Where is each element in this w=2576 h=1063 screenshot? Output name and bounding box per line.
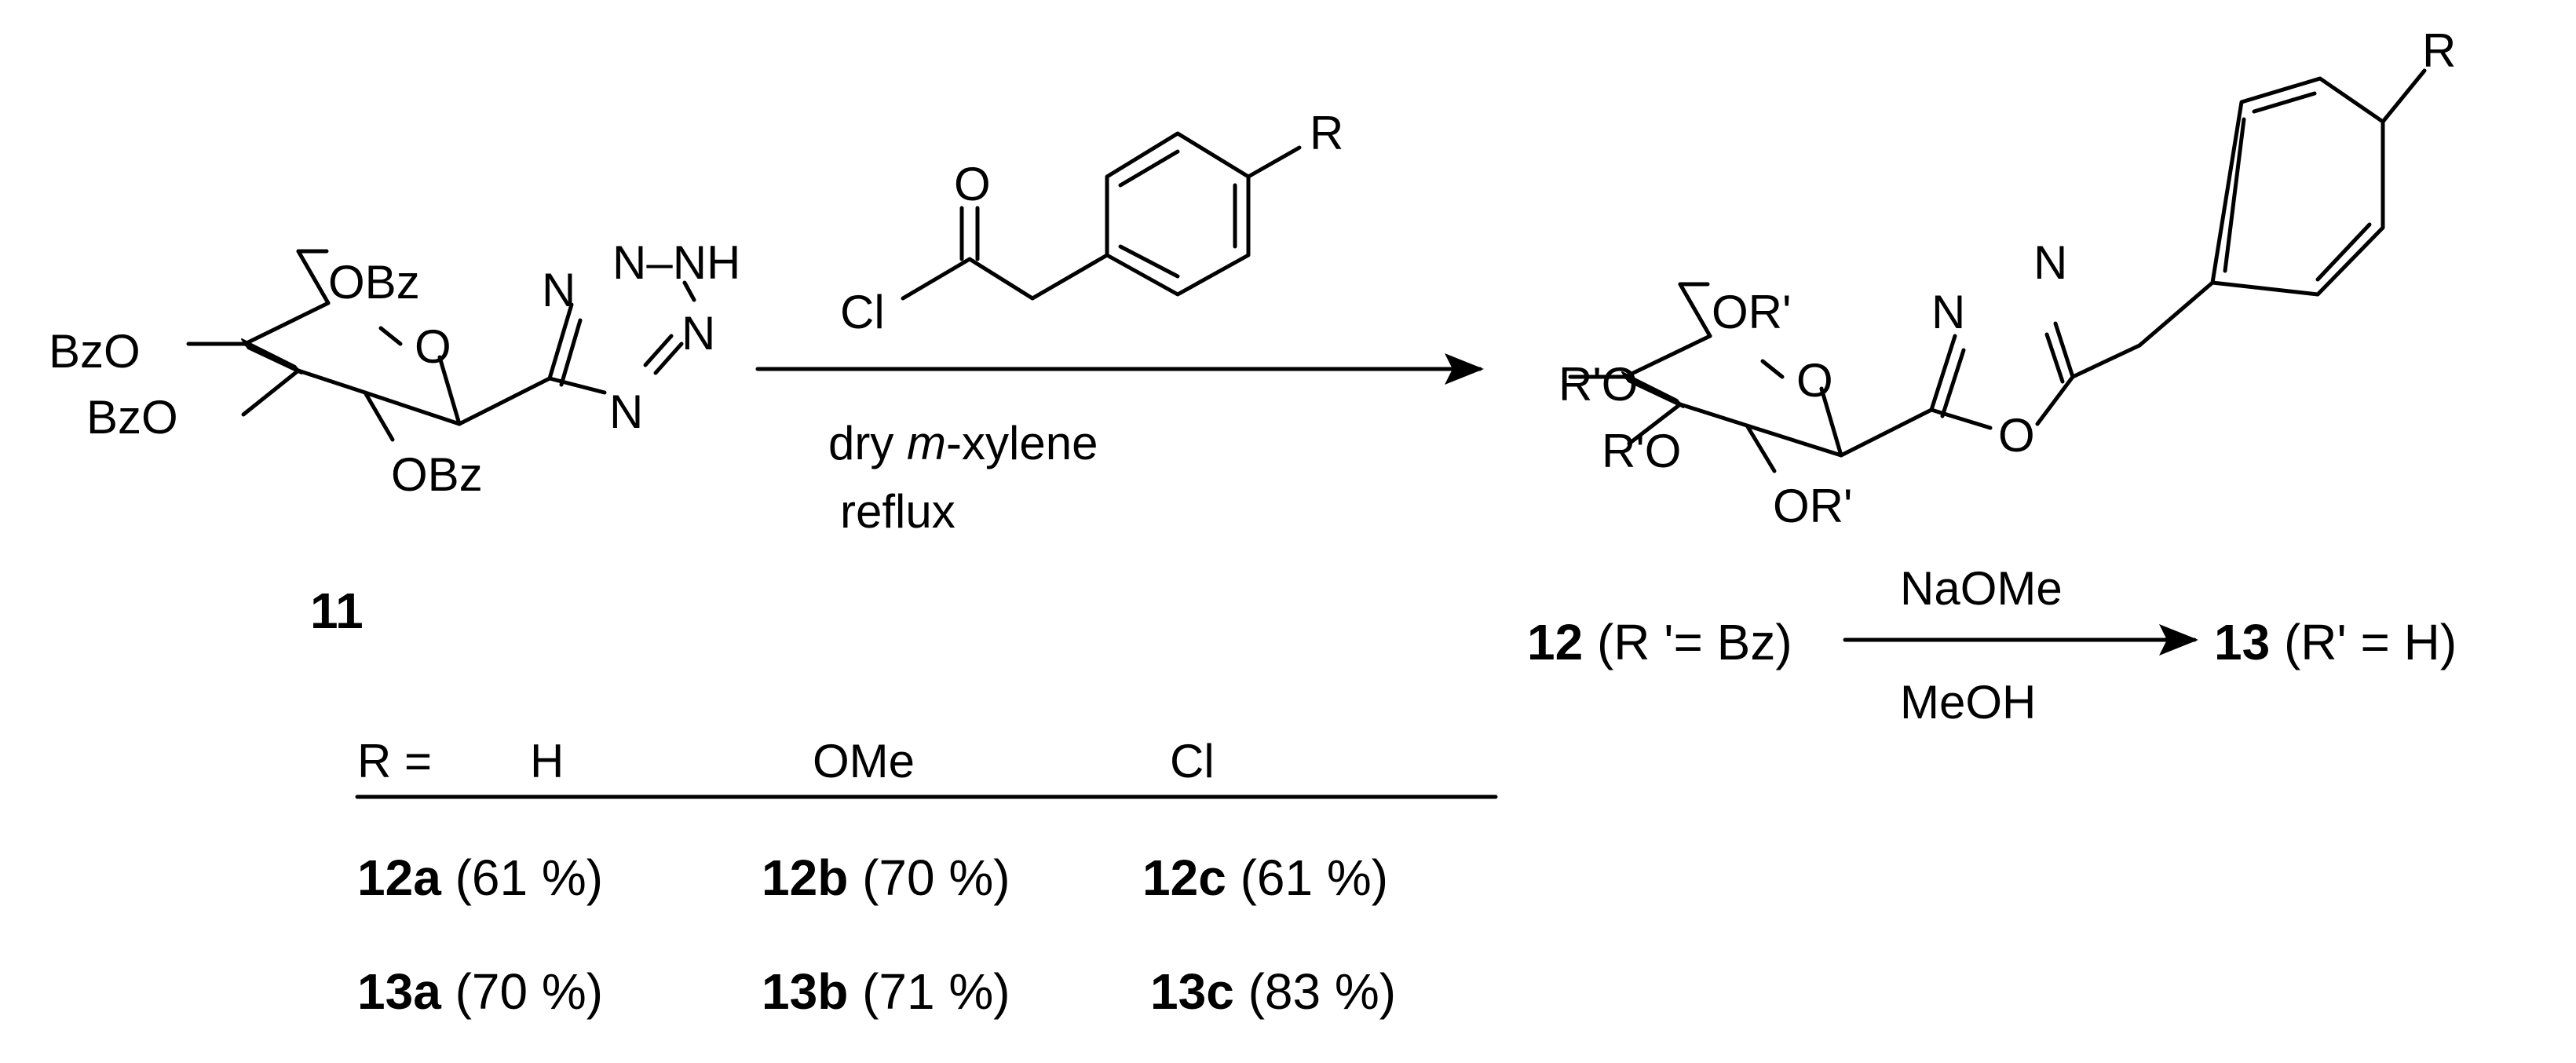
deprotection-solvent: MeOH xyxy=(1900,676,2036,729)
tetrazole-n1-label: N xyxy=(542,264,575,316)
table-cell: 13b (71 %) xyxy=(762,963,1010,1020)
product-c6-label: OR' xyxy=(1712,286,1791,338)
c2-obz-label: OBz xyxy=(391,448,483,501)
product-c3-label: R'O xyxy=(1602,425,1681,477)
yield-table: R = H OMe Cl 12a (61 %) 12b (70 %) 12c (… xyxy=(355,735,1498,1020)
table-cell: 12b (70 %) xyxy=(762,849,1010,906)
table-cell: 13a (70 %) xyxy=(357,963,603,1020)
oxadiazole-n-right-label: N xyxy=(2033,236,2067,289)
acyl-chloride-reagent: O Cl R xyxy=(840,107,1343,338)
tetrazole-n3-label: N xyxy=(681,307,715,360)
table-header-value: H xyxy=(530,735,564,787)
table-header-value: OMe xyxy=(813,735,915,787)
c6-obz-label: OBz xyxy=(328,256,420,309)
product-c4-label: R'O xyxy=(1558,358,1638,411)
deprotection-end: 13 (R' = H) xyxy=(2214,614,2457,670)
table-header-r: R = xyxy=(357,735,432,787)
table-cell: 13c (83 %) xyxy=(1150,963,1396,1020)
c3-bzo-label: BzO xyxy=(86,391,178,444)
table-cell: 12c (61 %) xyxy=(1142,849,1388,906)
deprotection-reagent: NaOMe xyxy=(1900,562,2063,615)
c4-bzo-label: BzO xyxy=(49,325,141,378)
product-r-label: R xyxy=(2422,24,2456,77)
product-ring-oxygen-label: O xyxy=(1796,354,1833,407)
table-cell: 12a (61 %) xyxy=(357,849,603,906)
tetrazole-nh-label: N–NH xyxy=(612,236,740,289)
product-structure: OR' O R'O R'O OR' N N O R xyxy=(1558,24,2456,532)
conditions-line1: dry m-xylene xyxy=(828,417,1098,469)
tetrazole-n4-label: N xyxy=(609,385,643,438)
deprotection-start: 12 (R '= Bz) xyxy=(1527,614,1792,670)
oxadiazole-n-left-label: N xyxy=(1931,286,1965,338)
compound-11-structure: OBz O BzO BzO OBz N N–NH N N xyxy=(49,236,740,501)
oxadiazole-o-label: O xyxy=(1998,409,2035,462)
product-c2-label: OR' xyxy=(1773,480,1852,532)
compound-11-label: 11 xyxy=(310,583,364,639)
conditions-line2: reflux xyxy=(840,485,955,538)
chlorine-label: Cl xyxy=(840,286,885,338)
carbonyl-oxygen-label: O xyxy=(954,158,991,210)
table-header-value: Cl xyxy=(1170,735,1215,787)
reagent-r-label: R xyxy=(1310,107,1343,159)
ring-oxygen-label: O xyxy=(415,320,451,373)
